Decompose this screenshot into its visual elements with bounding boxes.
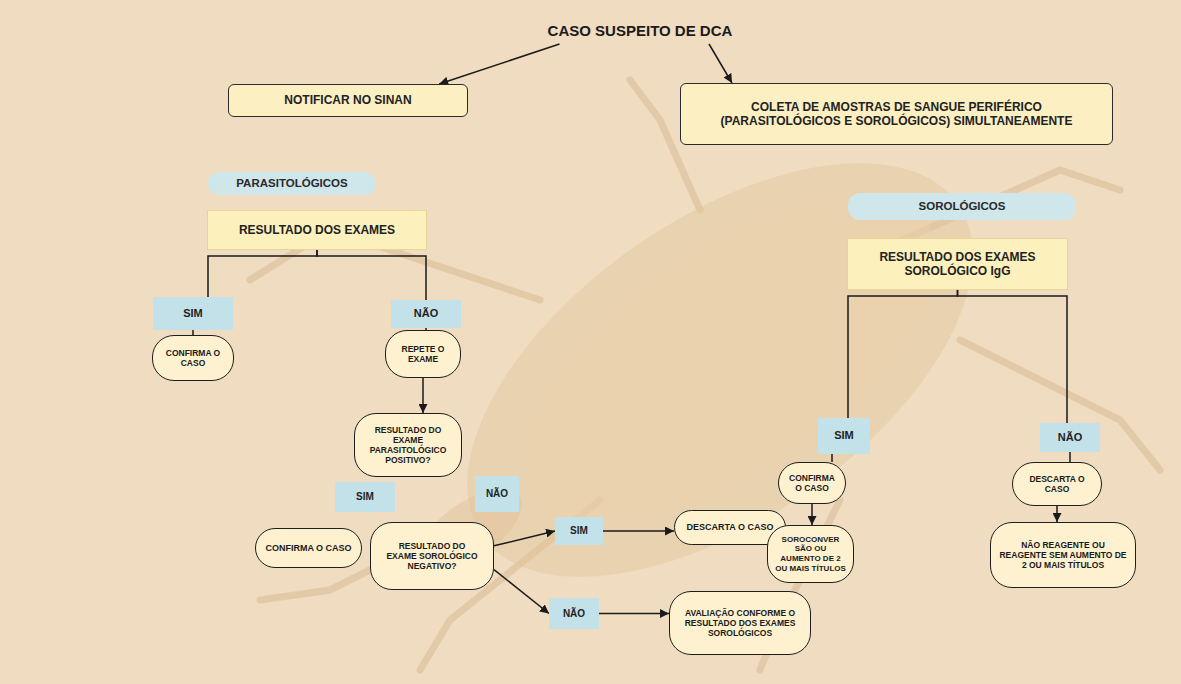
connector-line (709, 44, 732, 83)
rounded-step: REPETE O EXAME (385, 330, 461, 378)
connector-line (1069, 452, 1071, 462)
rounded-step: CONFIRMA O CASO (152, 335, 234, 381)
node-text: RESULTADO DO EXAME PARASITOLÓGICO POSITI… (363, 425, 453, 466)
answer-tag: NÃO (391, 300, 461, 328)
connector-line (603, 530, 674, 532)
answer-tag: SIM (335, 482, 395, 512)
connector-line (208, 250, 317, 297)
node-text: NÃO (1058, 431, 1082, 444)
rounded-step: RESULTADO DO EXAME SOROLÓGICO NEGATIVO? (370, 522, 494, 590)
connector-line (848, 290, 958, 418)
node-text: REPETE O EXAME (394, 344, 452, 364)
node-text: SOROCONVER SÃO OU AUMENTO DE 2 OU MAIS T… (774, 535, 847, 573)
bug-leg (960, 340, 1160, 470)
rounded-step: CONFIRMA O CASO (255, 528, 362, 568)
rounded-step: DESCARTA O CASO (1012, 462, 1102, 506)
answer-tag: NÃO (475, 476, 519, 512)
answer-tag: SIM (153, 297, 233, 330)
connector-line (422, 378, 424, 413)
answer-tag: NÃO (549, 598, 599, 629)
node-text: NÃO REAGENTE OU REAGENTE SEM AUMENTO DE … (999, 540, 1127, 571)
node-text: RESULTADO DO EXAME SOROLÓGICO NEGATIVO? (385, 541, 479, 572)
node-text: RESULTADO DOS EXAMES (239, 223, 395, 237)
answer-tag: SIM (555, 517, 603, 545)
node-text: CONFIRMA O CASO (161, 348, 225, 368)
node-text: CONFIRMA O CASO (785, 473, 839, 493)
rounded-step: NÃO REAGENTE OU REAGENTE SEM AUMENTO DE … (990, 522, 1136, 588)
node-text: SIM (834, 429, 854, 442)
answer-tag: NÃO (1040, 423, 1100, 452)
connector-line (831, 454, 833, 462)
process-box: COLETA DE AMOSTRAS DE SANGUE PERIFÉRICO … (680, 83, 1113, 145)
start-label: CASO SUSPEITO DE DCA (525, 18, 755, 44)
node-text: NÃO (414, 307, 438, 320)
connector-line (958, 290, 1068, 423)
node-text: PARASITOLÓGICOS (236, 177, 347, 191)
section-pill: PARASITOLÓGICOS (208, 172, 376, 195)
rounded-step: AVALIAÇÃO CONFORME O RESULTADO DOS EXAME… (669, 591, 811, 655)
node-text: NÃO (563, 608, 585, 620)
rounded-step: RESULTADO DO EXAME PARASITOLÓGICO POSITI… (354, 413, 462, 477)
node-text: CASO SUSPEITO DE DCA (548, 22, 733, 40)
node-text: SIM (183, 307, 203, 320)
connector-line (494, 531, 555, 546)
connector-line (811, 504, 813, 525)
rounded-step: SOROCONVER SÃO OU AUMENTO DE 2 OU MAIS T… (767, 525, 854, 583)
node-text: SOROLÓGICOS (919, 200, 1006, 214)
result-box: RESULTADO DOS EXAMES SOROLÓGICO IgG (847, 238, 1068, 290)
rounded-step: CONFIRMA O CASO (778, 462, 846, 504)
node-text: NÃO (486, 488, 508, 500)
connector-line (1056, 506, 1058, 522)
connector-line (599, 613, 669, 615)
process-box: NOTIFICAR NO SINAN (228, 84, 468, 117)
node-text: SIM (356, 491, 374, 503)
connector-line (494, 570, 549, 614)
node-text: NOTIFICAR NO SINAN (284, 93, 411, 107)
node-text: SIM (570, 525, 588, 537)
node-text: AVALIAÇÃO CONFORME O RESULTADO DOS EXAME… (684, 608, 796, 639)
section-pill: SOROLÓGICOS (848, 193, 1076, 220)
answer-tag: SIM (818, 418, 870, 454)
connector-line (317, 250, 426, 300)
node-text: DESCARTA O CASO (1021, 474, 1093, 494)
node-text: RESULTADO DOS EXAMES SOROLÓGICO IgG (858, 250, 1057, 279)
node-text: CONFIRMA O CASO (265, 543, 351, 554)
node-text: DESCARTA O CASO (686, 522, 773, 533)
result-box: RESULTADO DOS EXAMES (207, 210, 427, 250)
node-text: COLETA DE AMOSTRAS DE SANGUE PERIFÉRICO … (717, 100, 1076, 129)
connector-line (439, 44, 559, 84)
